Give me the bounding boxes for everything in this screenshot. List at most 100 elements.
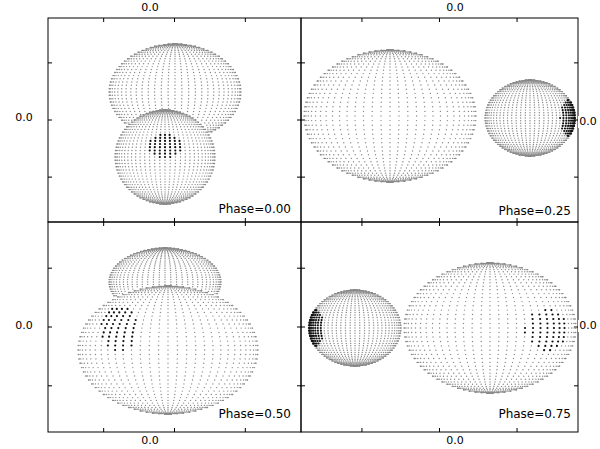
surface-dot	[185, 160, 186, 161]
surface-dot	[178, 191, 179, 192]
surface-dot	[117, 95, 118, 96]
surface-dot	[141, 95, 142, 96]
surface-dot	[160, 178, 161, 179]
surface-dot	[128, 150, 129, 151]
surface-dot	[199, 52, 200, 53]
surface-dot	[118, 140, 119, 141]
surface-dot	[164, 189, 165, 190]
surface-dot	[240, 88, 241, 89]
surface-dot	[124, 140, 125, 141]
surface-dot	[138, 124, 139, 125]
surface-dot	[137, 140, 138, 141]
surface-dot	[223, 120, 224, 121]
surface-dot	[234, 95, 235, 96]
surface-dot	[181, 121, 182, 122]
surface-dot	[126, 63, 127, 64]
surface-dot	[188, 78, 189, 79]
surface-dot	[212, 117, 213, 118]
surface-dot	[229, 105, 230, 106]
spot-dot	[179, 143, 181, 145]
surface-dot	[110, 95, 111, 96]
surface-dot	[223, 111, 224, 112]
surface-dot	[127, 105, 128, 106]
surface-dot	[177, 197, 178, 198]
surface-dot	[142, 126, 143, 127]
surface-dot	[159, 160, 160, 161]
surface-dot	[162, 200, 163, 201]
surface-dot	[161, 98, 162, 99]
surface-dot	[116, 78, 117, 79]
surface-dot	[146, 134, 147, 135]
surface-dot	[132, 129, 133, 130]
surface-dot	[124, 134, 125, 135]
surface-dot	[169, 178, 170, 179]
surface-dot	[141, 129, 142, 130]
surface-dot	[210, 54, 211, 55]
surface-dot	[227, 72, 228, 73]
surface-dot	[147, 199, 148, 200]
surface-dot	[195, 91, 196, 92]
surface-dot	[135, 119, 136, 120]
surface-dot	[148, 101, 149, 102]
surface-dot	[161, 78, 162, 79]
surface-dot	[199, 111, 200, 112]
surface-dot	[149, 48, 150, 49]
surface-dot	[188, 98, 189, 99]
surface-dot	[210, 63, 211, 64]
surface-dot	[215, 54, 216, 55]
surface-dot	[207, 54, 208, 55]
surface-dot	[143, 131, 144, 132]
spot-dot	[178, 140, 180, 142]
surface-dot	[182, 119, 183, 120]
surface-dot	[187, 187, 188, 188]
surface-dot	[126, 111, 127, 112]
surface-dot	[146, 175, 147, 176]
surface-dot	[133, 117, 134, 118]
surface-dot	[123, 105, 124, 106]
surface-dot	[118, 85, 119, 86]
surface-dot	[126, 120, 127, 121]
surface-dot	[117, 150, 118, 151]
surface-dot	[212, 66, 213, 67]
surface-dot	[132, 143, 133, 144]
surface-dot	[174, 91, 175, 92]
surface-dot	[128, 120, 129, 121]
surface-dot	[206, 58, 207, 59]
surface-dot	[132, 56, 133, 57]
surface-dot	[174, 60, 175, 61]
surface-dot	[152, 119, 153, 120]
surface-dot	[143, 197, 144, 198]
surface-dot	[149, 75, 150, 76]
surface-dot	[170, 160, 171, 161]
surface-dot	[159, 169, 160, 170]
surface-dot	[175, 199, 176, 200]
surface-dot	[124, 108, 125, 109]
surface-dot	[160, 58, 161, 59]
surface-dot	[136, 56, 137, 57]
surface-dot	[218, 114, 219, 115]
surface-dot	[147, 54, 148, 55]
surface-dot	[231, 75, 232, 76]
surface-dot	[125, 91, 126, 92]
surface-dot	[155, 114, 156, 115]
surface-dot	[121, 117, 122, 118]
surface-dot	[151, 48, 152, 49]
surface-dot	[137, 66, 138, 67]
surface-dot	[143, 50, 144, 51]
surface-dot	[178, 134, 179, 135]
surface-dot	[146, 137, 147, 138]
surface-dot	[117, 160, 118, 161]
surface-dot	[128, 187, 129, 188]
surface-dot	[225, 122, 226, 123]
surface-dot	[213, 114, 214, 115]
surface-dot	[131, 114, 132, 115]
surface-dot	[152, 66, 153, 67]
spot-dot	[169, 134, 171, 136]
surface-dot	[218, 63, 219, 64]
surface-dot	[115, 101, 116, 102]
surface-dot	[154, 169, 155, 170]
surface-dot	[157, 191, 158, 192]
surface-dot	[177, 199, 178, 200]
surface-dot	[149, 163, 150, 164]
surface-dot	[112, 91, 113, 92]
